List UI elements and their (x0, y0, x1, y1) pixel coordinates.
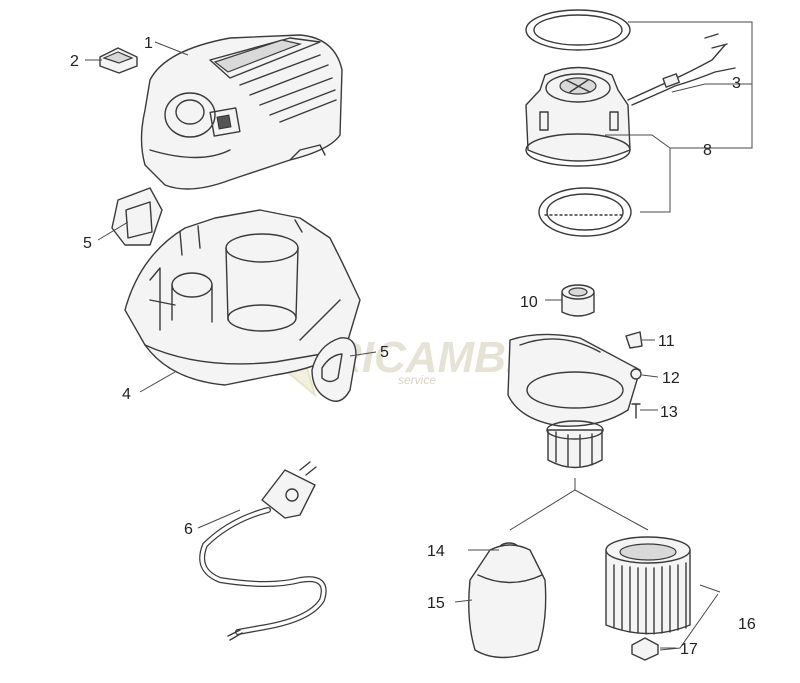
watermark-subtext: service (398, 373, 436, 387)
callout-1: 1 (144, 35, 153, 52)
watermark-text: RICAMBI (330, 333, 519, 382)
filter-nut (631, 637, 659, 661)
switch-part (99, 47, 138, 74)
latch-clip-upper (111, 187, 163, 246)
callout-6: 6 (184, 521, 193, 538)
motor-seal-ring (525, 9, 631, 51)
callout-3: 3 (732, 75, 741, 92)
callout-17: 17 (680, 641, 698, 658)
callout-13: 13 (660, 404, 678, 421)
callout-5-upper: 5 (83, 235, 92, 252)
motor-unit (525, 66, 631, 167)
filter-housing-base (507, 333, 642, 469)
callout-16: 16 (738, 616, 756, 633)
callout-14: 14 (427, 543, 445, 560)
callout-5-lower: 5 (380, 344, 389, 361)
wiring-harness (627, 33, 736, 106)
callout-8: 8 (703, 142, 712, 159)
screw (631, 403, 641, 419)
motor-head-cover (140, 34, 343, 190)
motor-gasket-ring (538, 187, 632, 237)
leader-lines (85, 21, 753, 651)
filter-bag (468, 544, 547, 659)
cartridge-filter (605, 536, 691, 635)
power-cord (199, 461, 327, 641)
callout-numbers: 1 2 3 4 5 5 6 8 10 11 12 13 14 15 16 17 (70, 35, 756, 658)
callout-11: 11 (658, 333, 675, 350)
callout-4: 4 (122, 386, 131, 403)
head-housing (124, 209, 361, 386)
callout-12: 12 (662, 370, 680, 387)
small-clip (625, 331, 643, 349)
cylinder-part (561, 284, 595, 317)
latch-clip-lower (311, 337, 357, 402)
callout-2: 2 (70, 53, 79, 70)
callout-10: 10 (520, 294, 538, 311)
callout-15: 15 (427, 595, 445, 612)
